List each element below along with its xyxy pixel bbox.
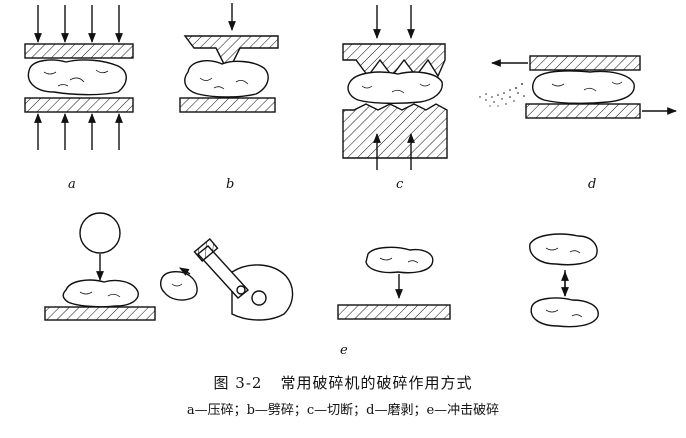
lower-plate bbox=[24, 97, 134, 113]
method-d-grinding: d bbox=[479, 55, 677, 192]
figure-legend: a—压碎；b—劈碎；c—切断；d—磨剥；e—冲击破碎 bbox=[186, 403, 500, 418]
force-arrows-bottom bbox=[34, 113, 123, 150]
upper-toothed-plate bbox=[342, 43, 446, 78]
rock bbox=[184, 60, 269, 98]
figure-title: 常用破碎机的破碎作用方式 bbox=[280, 374, 473, 392]
base-plate bbox=[179, 97, 276, 113]
rock bbox=[347, 71, 443, 105]
label-e: e bbox=[340, 343, 348, 358]
upper-rock bbox=[529, 233, 598, 266]
method-c-cutting: c bbox=[342, 5, 448, 192]
method-a-compression: a bbox=[24, 5, 134, 192]
lower-plate bbox=[525, 103, 641, 119]
caption-title-line: 图 3-2 常用破碎机的破碎作用方式 bbox=[0, 372, 686, 393]
dust-particles bbox=[479, 83, 525, 107]
arm-pivot bbox=[236, 285, 246, 295]
force-arrows-top bbox=[34, 5, 123, 43]
figure-caption: 图 3-2 常用破碎机的破碎作用方式 a—压碎；b—劈碎；c—切断；d—磨剥；e—… bbox=[0, 372, 686, 418]
lower-rock bbox=[530, 297, 599, 328]
upper-plate bbox=[24, 43, 134, 59]
lower-toothed-plate bbox=[342, 103, 448, 159]
base-plate bbox=[44, 306, 156, 321]
rock-on-plate bbox=[62, 279, 139, 308]
label-c: c bbox=[396, 177, 404, 192]
wedge-plate bbox=[183, 35, 279, 74]
hammer-head bbox=[193, 237, 219, 263]
figure-number: 图 3-2 bbox=[213, 374, 263, 392]
dropping-rock bbox=[365, 246, 434, 274]
rock bbox=[27, 59, 127, 96]
falling-ball bbox=[79, 212, 121, 254]
rock bbox=[532, 70, 635, 105]
method-b-splitting: b bbox=[179, 3, 279, 192]
rotor-hub bbox=[251, 290, 267, 306]
label-d: d bbox=[588, 177, 596, 192]
upper-plate bbox=[529, 55, 641, 71]
method-e-impact: e bbox=[44, 212, 599, 358]
target-plate bbox=[337, 304, 451, 320]
label-a: a bbox=[68, 177, 76, 192]
label-b: b bbox=[226, 177, 234, 192]
